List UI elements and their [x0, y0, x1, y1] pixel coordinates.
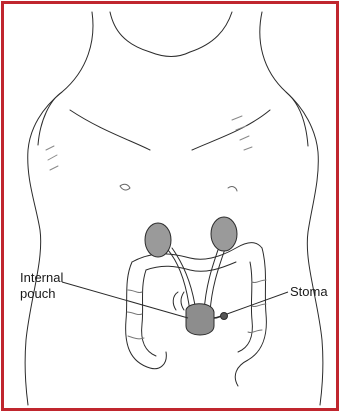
ureter-left-2: [172, 248, 196, 312]
neck-left: [110, 12, 150, 52]
chest-left: [70, 110, 150, 150]
kidney-left: [145, 223, 171, 257]
leader-stoma: [227, 292, 288, 314]
colon-ascending-inner: [142, 270, 156, 356]
colon-transverse-inner: [146, 262, 236, 271]
label-internal-pouch-line1: Internal: [20, 270, 63, 285]
label-stoma: Stoma: [290, 284, 328, 299]
ureter-right: [204, 244, 220, 312]
neck-right: [190, 12, 232, 52]
leader-internal-pouch: [62, 282, 188, 318]
arm-right: [286, 92, 308, 146]
shade-right: [232, 116, 252, 150]
torso-left-outline: [25, 12, 93, 405]
chest-right: [192, 110, 270, 150]
stoma: [221, 313, 228, 320]
label-internal-pouch-line2: pouch: [20, 286, 55, 301]
navel: [120, 184, 130, 190]
internal-pouch: [186, 304, 214, 335]
torso-right-outline: [260, 12, 323, 405]
navel-right: [228, 187, 237, 191]
kidney-right: [211, 217, 237, 251]
ileum-segment: [173, 292, 184, 310]
shade-left: [46, 146, 58, 170]
arm-left: [38, 92, 62, 145]
collarbone: [150, 52, 190, 57]
colon-ascending: [126, 262, 167, 369]
